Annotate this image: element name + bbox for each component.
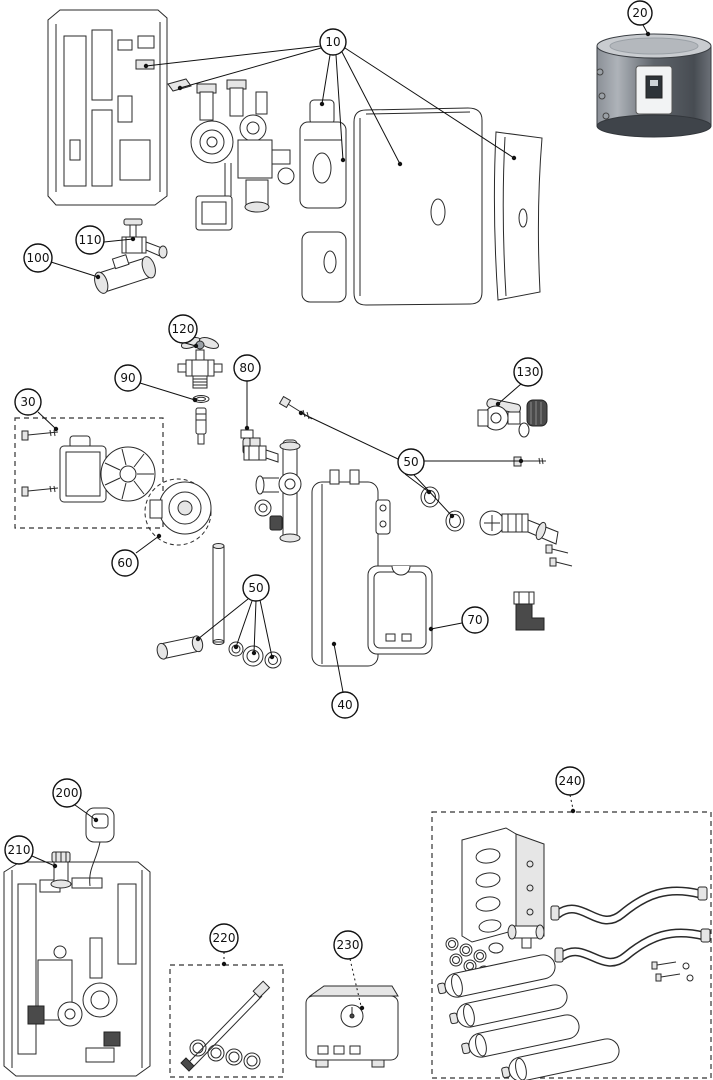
- leader-60: [135, 533, 162, 554]
- callout-80: 80: [233, 354, 261, 382]
- callout-30: 30: [14, 388, 42, 416]
- leader-230: [349, 958, 365, 1011]
- leader-100: [50, 261, 101, 280]
- svg-text:60: 60: [117, 556, 132, 570]
- callout-40: 40: [331, 691, 359, 719]
- front-cover: [353, 107, 483, 306]
- svg-text:90: 90: [120, 371, 135, 385]
- flexible-hoses: [550, 886, 711, 967]
- control-unit-230: [305, 985, 399, 1068]
- svg-text:130: 130: [517, 365, 540, 379]
- sensor-200: [85, 807, 115, 887]
- leader-50a: [298, 410, 524, 519]
- o-rings-50-right: [420, 486, 465, 532]
- leader-10: [143, 45, 517, 167]
- leader-40: [331, 641, 344, 693]
- svg-text:100: 100: [27, 251, 50, 265]
- screw-30b: [21, 485, 59, 497]
- callout-60: 60: [111, 549, 139, 577]
- silencer-cylinders: [437, 954, 620, 1080]
- pump-volute-60: [144, 478, 212, 546]
- wall-unit-bottom: [3, 861, 151, 1077]
- callout-50b: 50: [242, 574, 270, 602]
- callout-100: 100: [23, 243, 53, 273]
- callout-110: 110: [75, 225, 105, 255]
- kit-220: [169, 964, 284, 1078]
- leader-200: [74, 804, 99, 823]
- controller-70: [367, 565, 433, 655]
- cleaning-rod: [180, 980, 271, 1072]
- leader-240: [569, 794, 576, 814]
- fitting-210: [50, 851, 72, 889]
- callout-90: 90: [114, 364, 142, 392]
- wall-backplate-top: [47, 9, 168, 206]
- svg-text:20: 20: [632, 6, 647, 20]
- leader-90: [139, 382, 198, 403]
- pump-motor: [59, 435, 107, 503]
- callout-220: 220: [209, 923, 239, 953]
- leader-20: [642, 24, 651, 37]
- impeller: [100, 446, 156, 502]
- mounting-bracket: [461, 827, 545, 943]
- leader-lines: [31, 24, 651, 1011]
- svg-text:70: 70: [467, 613, 482, 627]
- hydraulic-pump-group-top: [190, 79, 295, 231]
- svg-text:50: 50: [403, 455, 418, 469]
- callout-10: 10: [319, 28, 347, 56]
- leader-30: [37, 411, 59, 432]
- svg-text:220: 220: [213, 931, 236, 945]
- callout-50a: 50: [397, 448, 425, 476]
- clip-part: [167, 78, 192, 92]
- svg-text:80: 80: [239, 361, 254, 375]
- callout-20: 20: [627, 0, 653, 26]
- callout-240: 240: [555, 766, 585, 796]
- svg-text:200: 200: [56, 786, 79, 800]
- kit-240: [431, 811, 712, 1080]
- storage-tank: [596, 33, 712, 138]
- callout-200: 200: [52, 778, 82, 808]
- pump-motor-kit-30: [14, 417, 164, 529]
- callout-130: 130: [513, 357, 543, 387]
- svg-text:40: 40: [337, 698, 352, 712]
- elbow-pipe: [156, 635, 204, 660]
- elbow-fitting: [513, 591, 545, 631]
- o-ring-set-220: [189, 1039, 261, 1070]
- valve-110: [121, 218, 168, 259]
- leader-110: [103, 236, 136, 243]
- leader-120: [184, 342, 199, 349]
- callout-210: 210: [4, 835, 34, 865]
- svg-text:30: 30: [20, 395, 35, 409]
- svg-text:230: 230: [337, 938, 360, 952]
- tee-fitting-240: [507, 924, 545, 949]
- tank-display: [645, 75, 663, 99]
- gasket-90: [192, 395, 210, 445]
- center-valve-assembly: [243, 437, 302, 543]
- leader-80: [244, 381, 250, 431]
- screws-240: [651, 961, 694, 982]
- valve-130: [477, 398, 548, 438]
- screw-30a: [21, 429, 59, 441]
- leader-210: [31, 855, 58, 869]
- leader-50b: [195, 598, 275, 660]
- valve-100: [94, 254, 156, 294]
- svg-text:110: 110: [79, 233, 102, 247]
- leader-220: [221, 952, 227, 967]
- callout-70: 70: [461, 606, 489, 634]
- svg-text:120: 120: [172, 322, 195, 336]
- callout-120: 120: [168, 314, 198, 344]
- dip-pipe: [212, 543, 225, 645]
- callout-230: 230: [333, 930, 363, 960]
- right-valve-group: [479, 510, 573, 631]
- svg-text:50: 50: [248, 581, 263, 595]
- svg-text:240: 240: [559, 774, 582, 788]
- insulation-shells: [299, 99, 347, 303]
- svg-text:10: 10: [325, 35, 340, 49]
- svg-text:210: 210: [8, 843, 31, 857]
- plate-heat-exchanger-40: [311, 469, 391, 667]
- side-panel: [493, 131, 543, 301]
- leader-70: [428, 622, 463, 632]
- leader-130: [495, 383, 522, 407]
- union-nuts-50: [228, 641, 282, 669]
